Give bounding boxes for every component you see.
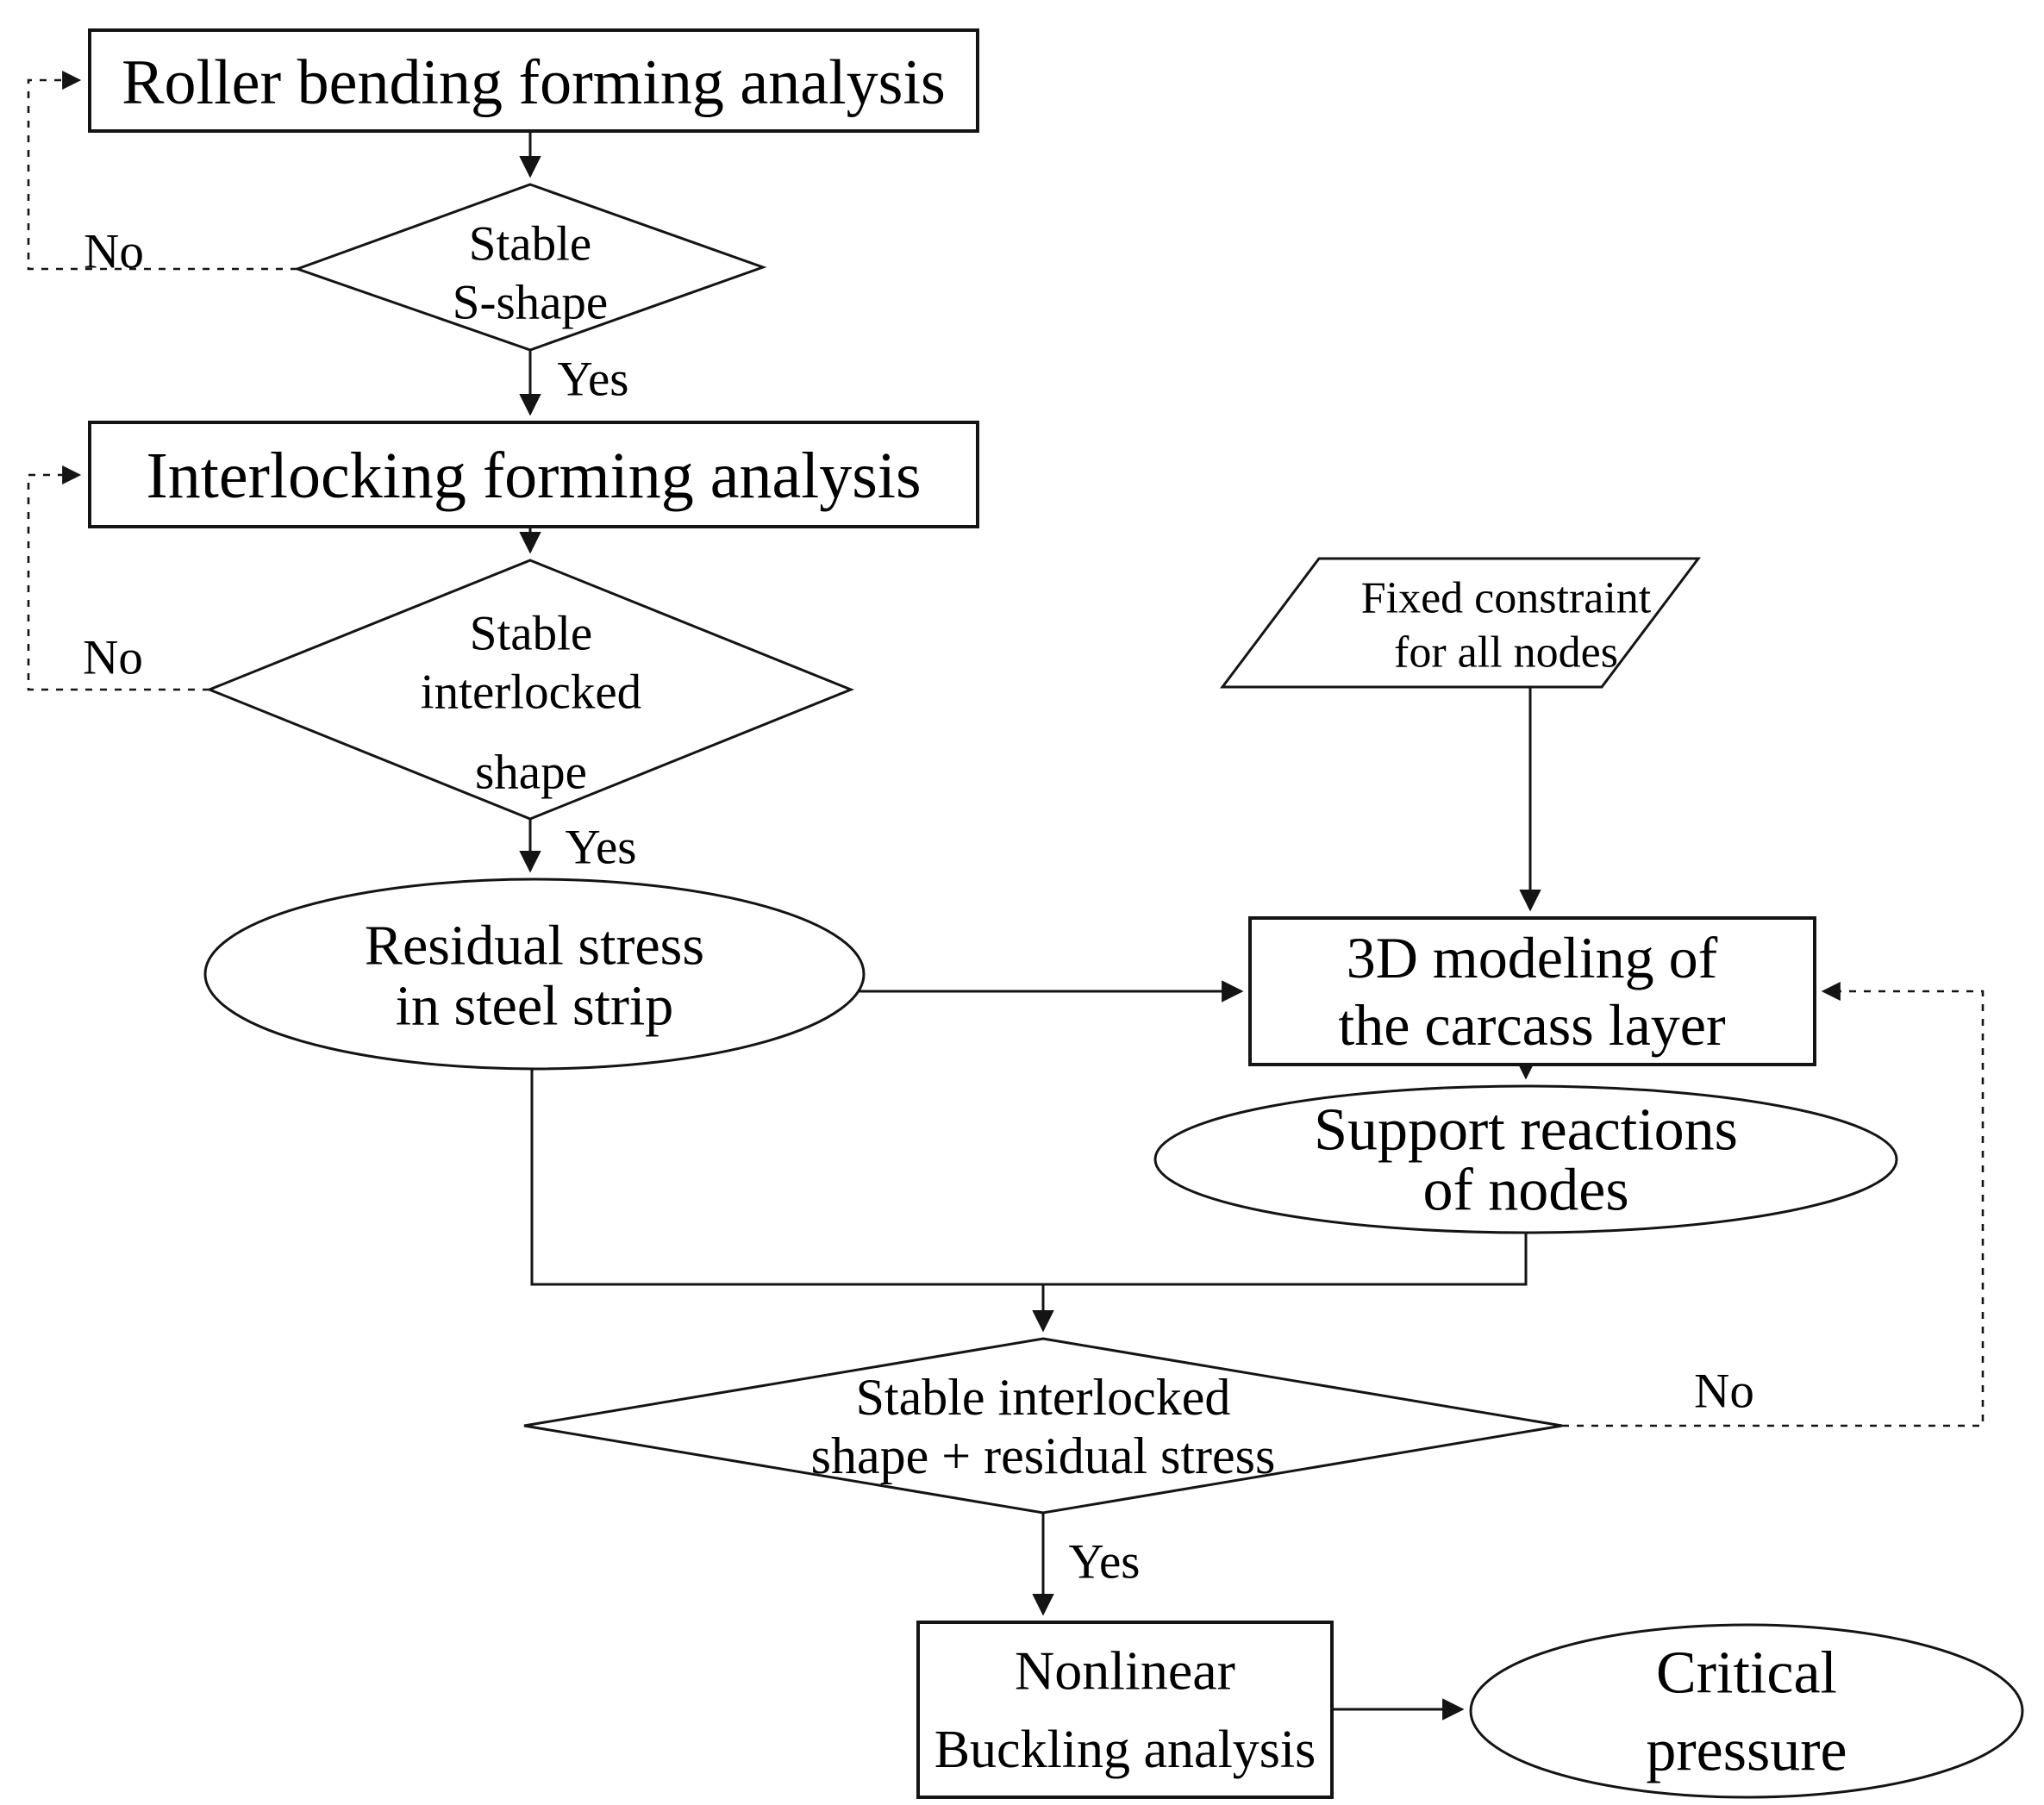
- edge-label-no-modeling: No: [1694, 1365, 1754, 1419]
- stable-interlocked-line2: interlocked: [421, 665, 641, 720]
- critical-pressure-ellipse: [1469, 1623, 2024, 1799]
- roller-bending-box: [88, 28, 979, 133]
- stable-interlocked-line3: shape: [475, 746, 587, 800]
- fixed-constraint-line2: for all nodes: [1394, 628, 1618, 678]
- stable-interlocked-diamond: [205, 559, 855, 821]
- edge-label-yes-stable-residual: Yes: [1069, 1535, 1141, 1590]
- nonlinear-buckling-line2: Buckling analysis: [934, 1721, 1316, 1779]
- node-3d-modeling: 3D modeling of the carcass layer: [1248, 916, 1816, 1066]
- critical-pressure-line2: pressure: [1646, 1718, 1847, 1784]
- 3d-modeling-box: [1248, 916, 1816, 1066]
- fixed-constraint-parallelogram: [1219, 557, 1702, 689]
- stable-residual-diamond: [523, 1337, 1563, 1515]
- node-nonlinear-buckling: Nonlinear Buckling analysis: [916, 1621, 1334, 1799]
- node-support-reactions: Support reactions of nodes: [1153, 1084, 1898, 1234]
- node-fixed-constraint: Fixed constraint for all nodes: [1219, 557, 1702, 689]
- edge-no-feedback-interlocking: [27, 465, 209, 691]
- edge-label-no-interlocking: No: [83, 631, 143, 685]
- node-critical-pressure: Critical pressure: [1469, 1623, 2024, 1799]
- fixed-constraint-line1: Fixed constraint: [1361, 574, 1652, 623]
- edge-label-yes-s-shape: Yes: [558, 353, 629, 407]
- node-stable-residual-decision: Stable interlocked shape + residual stre…: [523, 1337, 1563, 1515]
- interlocking-box: [88, 421, 979, 528]
- node-stable-interlocked-decision: Stable interlocked shape: [205, 559, 855, 821]
- stable-interlocked-line1: Stable: [470, 607, 592, 661]
- edge-no-feedback-roller: [27, 70, 297, 271]
- support-reactions-ellipse: [1153, 1084, 1898, 1234]
- node-roller-bending-analysis: Roller bending forming analysis: [88, 28, 979, 133]
- roller-bending-label: Roller bending forming analysis: [122, 47, 946, 118]
- stable-s-shape-line1: Stable: [469, 217, 591, 272]
- nonlinear-buckling-line1: Nonlinear: [1015, 1640, 1235, 1702]
- node-stable-s-shape-decision: Stable S-shape: [293, 183, 767, 352]
- support-reactions-line1: Support reactions: [1314, 1097, 1738, 1164]
- edge-label-no-roller: No: [84, 225, 144, 279]
- node-residual-stress: Residual stress in steel strip: [203, 878, 866, 1071]
- edge-no-feedback-modeling: [1562, 981, 1985, 1427]
- node-interlocking-analysis: Interlocking forming analysis: [88, 421, 979, 528]
- nonlinear-buckling-box: [916, 1621, 1334, 1799]
- stable-residual-line1: Stable interlocked: [856, 1369, 1231, 1426]
- edge-merge-lines: [530, 1069, 1528, 1286]
- stable-s-shape-diamond: [293, 183, 767, 352]
- support-reactions-line2: of nodes: [1422, 1158, 1628, 1224]
- edge-label-yes-interlocked: Yes: [566, 821, 637, 875]
- interlocking-label: Interlocking forming analysis: [146, 440, 921, 512]
- residual-stress-line2: in steel strip: [396, 975, 674, 1038]
- residual-stress-line1: Residual stress: [365, 915, 704, 977]
- critical-pressure-line1: Critical: [1656, 1640, 1837, 1707]
- 3d-modeling-line2: the carcass layer: [1338, 992, 1726, 1058]
- stable-residual-line2: shape + residual stress: [811, 1427, 1276, 1484]
- residual-stress-ellipse: [203, 878, 866, 1071]
- 3d-modeling-line1: 3D modeling of: [1347, 925, 1718, 990]
- stable-s-shape-line2: S-shape: [453, 276, 608, 330]
